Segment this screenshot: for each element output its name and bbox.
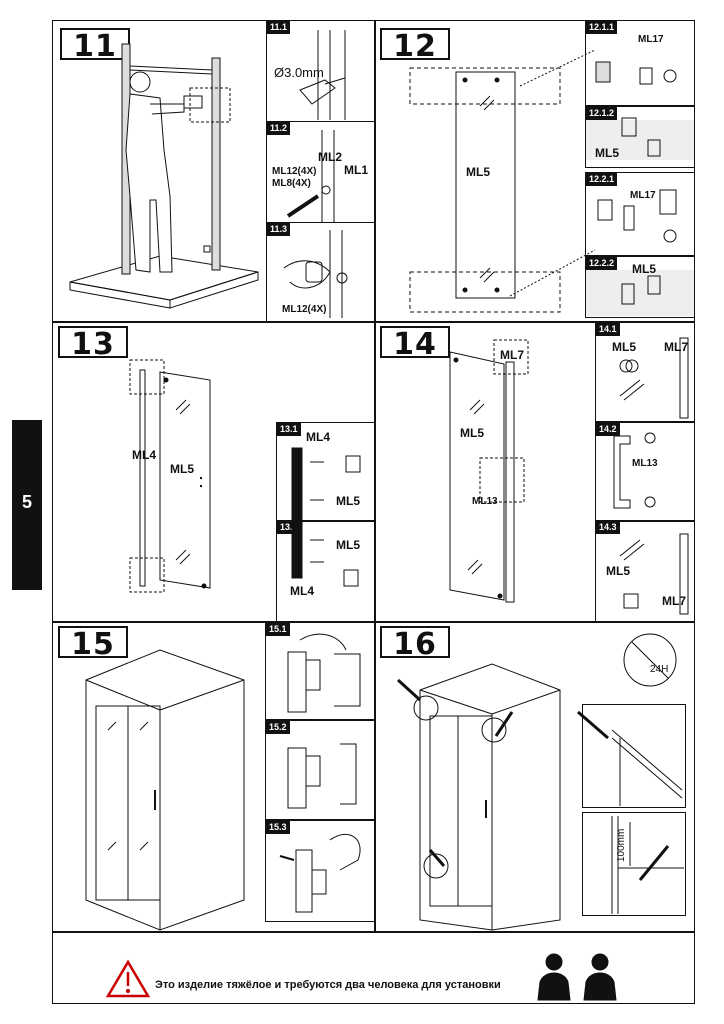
step-13-1-tag: 13.1 <box>277 423 301 436</box>
step-12-1-1-box <box>585 20 695 106</box>
step-11-illustration <box>69 43 259 309</box>
step-12-2-2-box <box>585 256 695 318</box>
step-15-3-tag: 15.3 <box>266 821 290 834</box>
glass-panel-ml5-label-13: ML5 <box>170 462 194 476</box>
step-12-sub-illustrations <box>586 61 694 316</box>
two-people-icon <box>537 953 617 1001</box>
step-15-sub-illustrations <box>279 633 361 913</box>
handle-ml13-label: ML13 <box>472 496 498 507</box>
part-ml5-label: ML5 <box>595 146 619 160</box>
step-11-1-tag: 11.1 <box>267 21 291 34</box>
step-13-2-box <box>276 520 375 622</box>
part-ml1-label: ML1 <box>344 163 368 177</box>
step-13-sub-illustrations <box>291 447 361 587</box>
part-ml5-label-14-3: ML5 <box>606 564 630 578</box>
step-12-panel <box>375 20 695 322</box>
step-16-illustration <box>396 633 677 931</box>
step-16-detail-bottom-box <box>582 812 686 916</box>
step-12-2-1-box <box>585 172 695 256</box>
part-ml8-label: ML8(4X) <box>272 178 311 189</box>
step-11-3-tag: 11.3 <box>267 223 291 236</box>
step-16-detail-top-box <box>582 704 686 808</box>
part-ml7-label-14-1: ML7 <box>664 340 688 354</box>
step-15-1-tag: 15.1 <box>266 623 290 636</box>
step-12-illustration <box>409 49 596 313</box>
step-12-1-1-tag: 12.1.1 <box>586 21 618 34</box>
part-ml4-label-13-1: ML4 <box>306 430 330 444</box>
step-12-number: 12 <box>380 28 450 64</box>
glass-panel-ml5-label: ML5 <box>466 165 490 179</box>
warning-panel <box>52 932 695 1004</box>
step-16-detail-illustrations <box>577 710 684 914</box>
gap-100mm-label: 100mm <box>616 828 627 862</box>
step-14-illustration <box>449 339 529 603</box>
step-13-illustration <box>129 359 211 593</box>
step-14-number: 14 <box>380 326 450 362</box>
step-11-2-illustration <box>286 130 335 222</box>
step-13-1-box <box>276 422 375 522</box>
step-12-1-2-tag: 12.1.2 <box>586 107 618 120</box>
step-11-2-tag: 11.2 <box>267 122 291 135</box>
step-14-1-tag: 14.1 <box>596 323 620 336</box>
step-14-1-box <box>595 322 695 422</box>
profile-ml4-label: ML4 <box>132 448 156 462</box>
step-14-sub-illustrations <box>613 337 689 615</box>
step-15-3-box <box>265 820 375 922</box>
part-ml4-label-13-2: ML4 <box>290 584 314 598</box>
step-12-2-1-tag: 12.2.1 <box>586 173 618 186</box>
drill-diameter-label: Ø3.0mm <box>274 65 324 80</box>
part-ml5-label-13-1: ML5 <box>336 494 360 508</box>
part-ml13-label-14-2: ML13 <box>632 458 658 469</box>
part-ml12-label-2: ML12(4X) <box>282 304 327 315</box>
warning-triangle-icon <box>105 959 151 998</box>
step-14-2-box <box>595 422 695 522</box>
part-ml5-label-14-1: ML5 <box>612 340 636 354</box>
step-15-2-box <box>265 720 375 820</box>
step-14-3-box <box>595 520 695 622</box>
step-12-2-2-tag: 12.2.2 <box>586 257 618 270</box>
warning-text: Это изделие тяжёлое и требуются два чело… <box>155 979 501 991</box>
step-12-1-2-box <box>585 106 695 168</box>
step-11-3-illustration <box>283 230 348 318</box>
part-ml5-label-2: ML5 <box>632 262 656 276</box>
step-11-3-box <box>266 222 375 322</box>
step-14-2-tag: 14.2 <box>596 423 620 436</box>
glass-panel-ml5-label-14: ML5 <box>460 426 484 440</box>
step-15-number: 15 <box>58 626 128 662</box>
part-ml5-label-13-2: ML5 <box>336 538 360 552</box>
part-ml17-label-2: ML17 <box>630 190 656 201</box>
step-16-number: 16 <box>380 626 450 662</box>
part-ml17-label: ML17 <box>638 34 664 45</box>
cure-time-label: 24H <box>650 664 669 675</box>
step-15-2-tag: 15.2 <box>266 721 290 734</box>
page-side-tab <box>12 420 42 590</box>
step-15-1-box <box>265 622 375 720</box>
part-ml2-label: ML2 <box>318 150 342 164</box>
part-ml12-label: ML12(4X) <box>272 166 317 177</box>
profile-ml7-label: ML7 <box>500 348 524 362</box>
step-16-panel <box>375 622 695 932</box>
step-11-1-illustration <box>299 30 346 120</box>
part-ml7-label-14-3: ML7 <box>662 594 686 608</box>
step-15-illustration <box>85 649 245 931</box>
step-14-3-tag: 14.3 <box>596 521 620 534</box>
step-13-number: 13 <box>58 326 128 362</box>
page-number: 5 <box>21 492 32 512</box>
